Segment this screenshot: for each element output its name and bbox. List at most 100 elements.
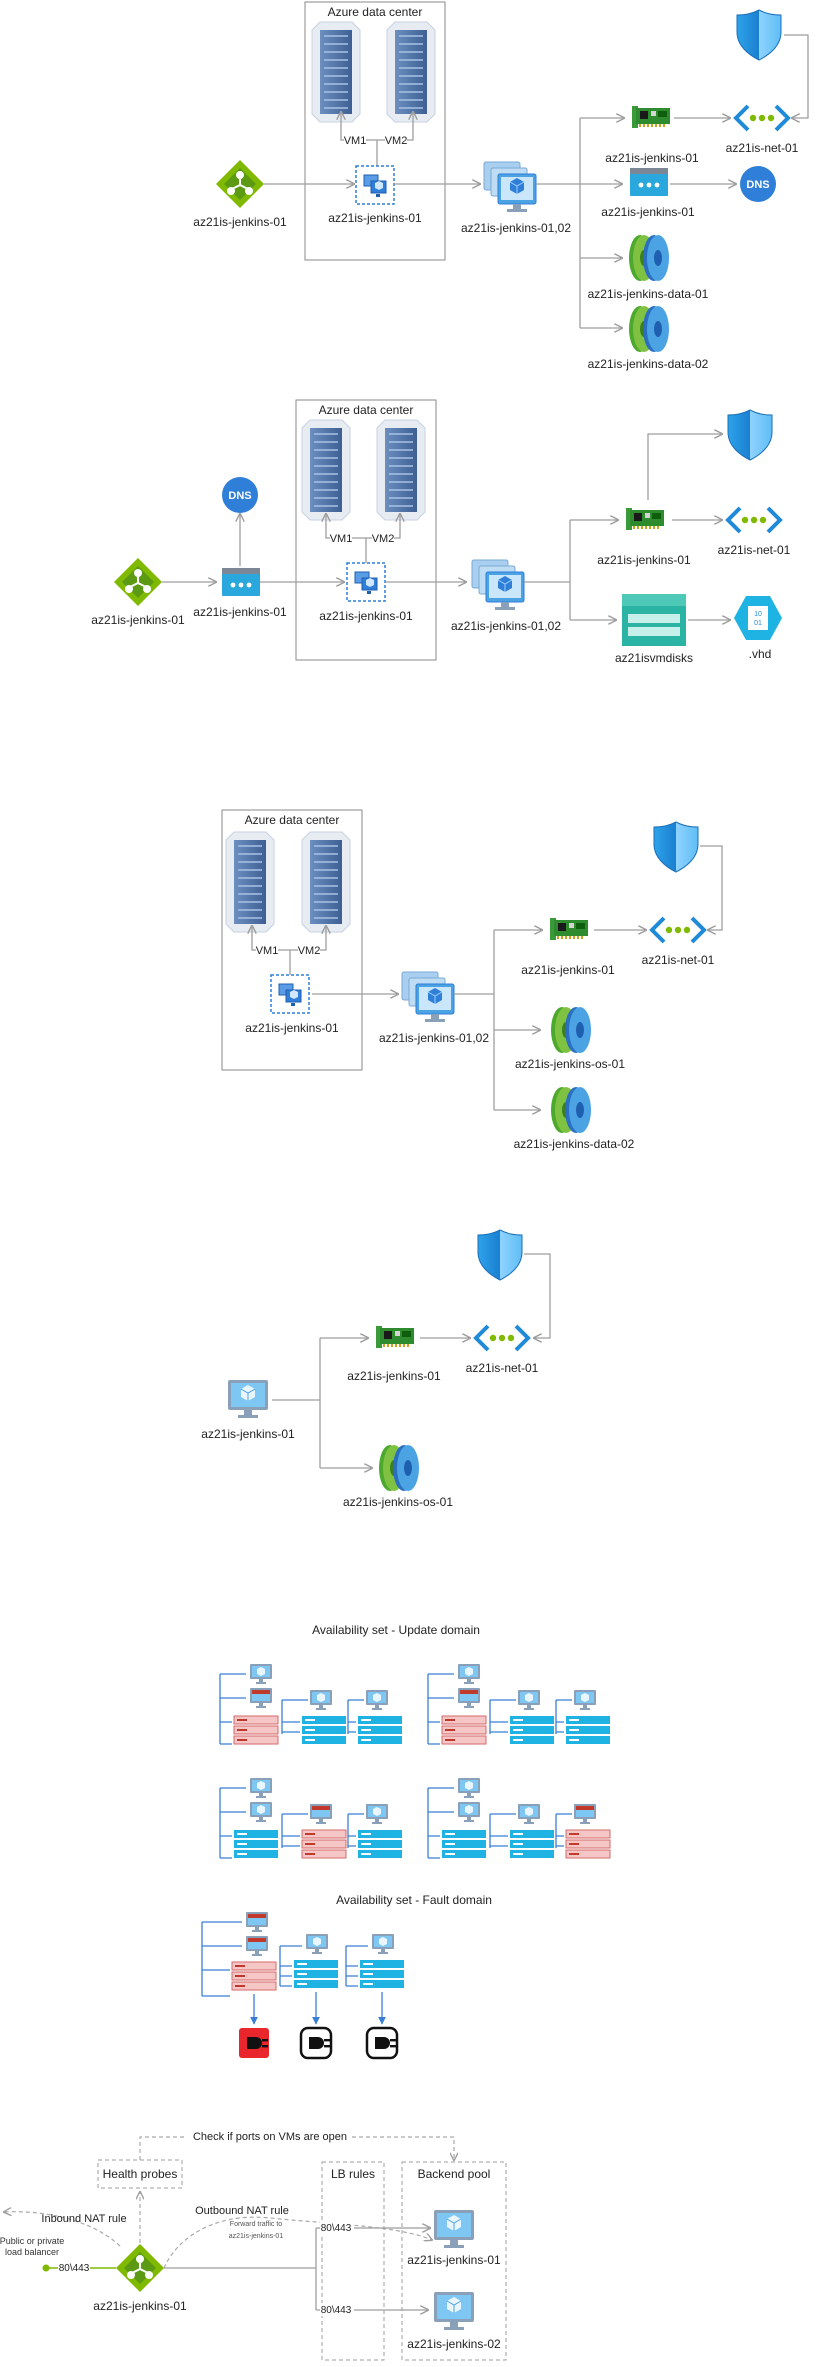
vnet-label: az21is-net-01	[718, 543, 791, 557]
availability-set-icon	[355, 165, 395, 205]
backend-pool-label: Backend pool	[418, 2167, 491, 2181]
availability-set-icon	[346, 562, 386, 602]
vm-label: az21is-jenkins-01	[201, 1427, 295, 1441]
vnet-label: az21is-net-01	[642, 953, 715, 967]
public-ip-label: az21is-jenkins-01	[193, 605, 287, 619]
shield-icon	[727, 409, 773, 461]
update-domain-title: Availability set - Update domain	[312, 1623, 480, 1637]
nic-label: az21is-jenkins-01	[347, 1369, 441, 1383]
lb-rules-box	[321, 2161, 385, 2361]
diagram-6: Check if ports on VMs are open Health pr…	[0, 2131, 507, 2361]
nic-label: az21is-jenkins-01	[521, 963, 615, 977]
entry-point-icon	[42, 2264, 50, 2272]
forward-label-2: az21is-jenkins-01	[229, 2233, 284, 2240]
check-ports-label: Check if ports on VMs are open	[193, 2131, 347, 2143]
ud-panel	[427, 1664, 610, 1745]
power-plug-icon	[365, 2026, 399, 2060]
disk-icon	[379, 1445, 419, 1491]
ud-panel	[427, 1778, 611, 1859]
backend-pool-box	[401, 2161, 507, 2361]
disk-icon	[551, 1007, 591, 1053]
nic-icon	[632, 106, 670, 128]
datacenter-title: Azure data center	[319, 403, 414, 417]
vnet-icon	[734, 104, 790, 132]
vm-icon	[227, 1379, 269, 1419]
shield-icon	[653, 821, 699, 873]
dns-icon	[740, 166, 776, 202]
dns-text: DNS	[746, 179, 769, 191]
vnet-icon	[474, 1324, 530, 1352]
nic-icon	[550, 918, 588, 940]
vm-icon	[433, 2209, 475, 2249]
power-plug-icon	[239, 2028, 269, 2058]
vhd-label: .vhd	[749, 647, 772, 661]
power-plug-icon	[299, 2026, 333, 2060]
azure-datacenter-box	[304, 1, 446, 261]
disk-icon	[551, 1087, 591, 1133]
public-ip-icon	[222, 568, 260, 596]
rule-port-1: 80\443	[321, 2223, 352, 2234]
vms-label: az21is-jenkins-01,02	[379, 1031, 489, 1045]
ud-panel	[219, 1664, 402, 1745]
datacenter-title: Azure data center	[328, 5, 423, 19]
ud-panel	[219, 1778, 402, 1859]
nic-icon	[376, 1326, 414, 1348]
disk-label: az21is-jenkins-os-01	[343, 1495, 453, 1509]
dns-text: DNS	[228, 490, 251, 502]
inbound-port-label: 80\443	[59, 2263, 90, 2274]
storage-account-icon	[622, 594, 686, 646]
server-rack-icon	[311, 21, 361, 123]
backend-vm2-label: az21is-jenkins-02	[407, 2337, 501, 2351]
disk1-label: az21is-jenkins-data-01	[588, 287, 709, 301]
load-balancer-icon	[113, 557, 163, 607]
server-rack-icon	[225, 831, 275, 933]
disk-icon	[629, 235, 669, 281]
disk2-label: az21is-jenkins-data-02	[588, 357, 709, 371]
diagram-2: Azure data center VM1 VM2 az21is-jenkins…	[91, 399, 791, 665]
server-rack-icon	[376, 419, 426, 521]
update-domain-section: Availability set - Update domain	[219, 1623, 611, 1859]
avset-label: az21is-jenkins-01	[319, 609, 413, 623]
public-lb-label-2: load balancer	[5, 2247, 59, 2257]
lb-label: az21is-jenkins-01	[93, 2299, 187, 2313]
vnet-icon	[650, 916, 706, 944]
nic-label: az21is-jenkins-01	[605, 151, 699, 165]
vm2-label: VM2	[372, 533, 395, 545]
disk2-label: az21is-jenkins-data-02	[514, 1137, 635, 1151]
svg-text:10: 10	[754, 611, 762, 618]
rule-port-2: 80\443	[321, 2305, 352, 2316]
vm2-label: VM2	[385, 135, 408, 147]
availability-set-icon	[270, 974, 310, 1014]
server-rack-icon	[301, 831, 351, 933]
disk-icon	[629, 306, 669, 352]
azure-datacenter-box	[295, 399, 437, 661]
public-ip-icon	[630, 168, 668, 196]
shield-icon	[477, 1229, 523, 1281]
outbound-nat-label: Outbound NAT rule	[195, 2205, 289, 2217]
fault-domain-title: Availability set - Fault domain	[336, 1893, 492, 1907]
vm-group-icon	[401, 971, 455, 1023]
vms-label: az21is-jenkins-01,02	[461, 221, 571, 235]
vnet-label: az21is-net-01	[726, 141, 799, 155]
server-rack-icon	[301, 419, 351, 521]
public-lb-label-1: Public or private	[0, 2236, 64, 2246]
vm1-label: VM1	[256, 945, 279, 957]
azure-datacenter-box	[221, 809, 363, 1071]
diagram-1: Azure data center VM1 VM2 az21is-jenkins…	[193, 1, 809, 371]
avset-label: az21is-jenkins-01	[328, 211, 422, 225]
vnet-icon	[726, 506, 782, 534]
health-probes-box	[97, 2159, 183, 2189]
avset-label: az21is-jenkins-01	[245, 1021, 339, 1035]
dns-icon	[222, 477, 258, 513]
storage-label: az21isvmdisks	[615, 651, 693, 665]
nic-label: az21is-jenkins-01	[597, 553, 691, 567]
vm-group-icon	[483, 161, 537, 213]
vm-icon	[433, 2291, 475, 2331]
lb-label: az21is-jenkins-01	[91, 613, 185, 627]
vms-label: az21is-jenkins-01,02	[451, 619, 561, 633]
lb-label: az21is-jenkins-01	[193, 215, 287, 229]
vm1-label: VM1	[344, 135, 367, 147]
svg-text:01: 01	[754, 620, 762, 627]
datacenter-title: Azure data center	[245, 813, 340, 827]
